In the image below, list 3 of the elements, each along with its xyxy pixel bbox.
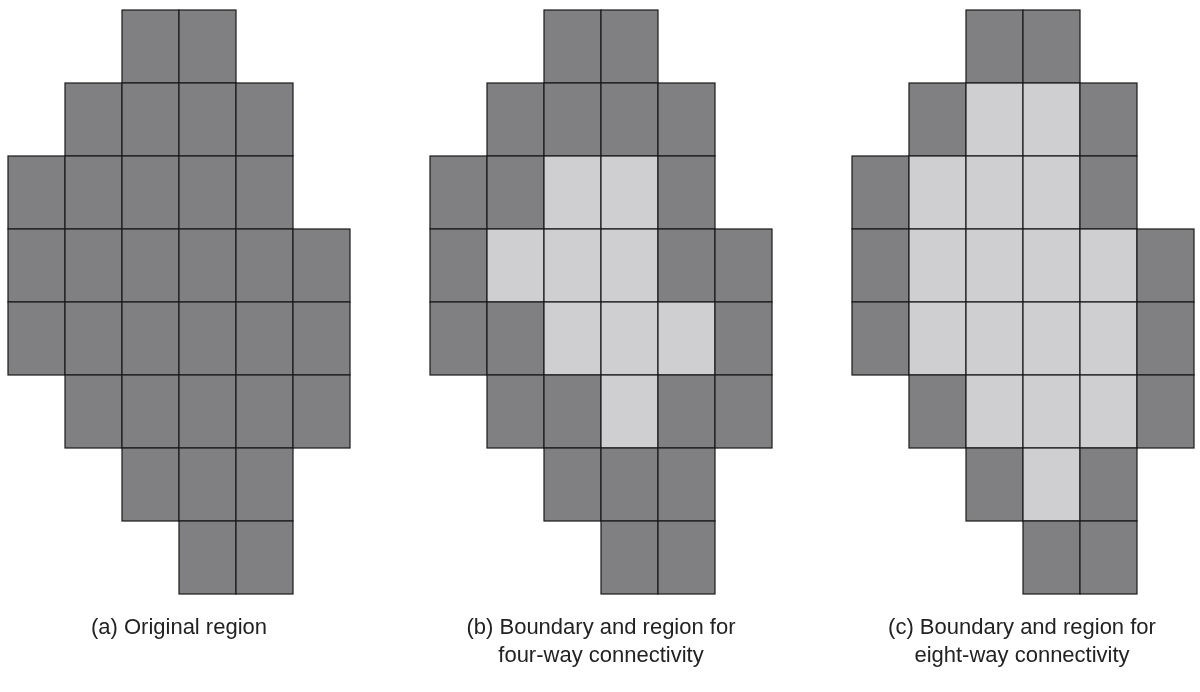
figure-caption: (c) Boundary and region for eight-way connectivity [887,613,1157,669]
figure-caption: (b) Boundary and region for four-way connectivity [465,613,737,669]
figure-caption: (a) Original region [89,613,269,641]
